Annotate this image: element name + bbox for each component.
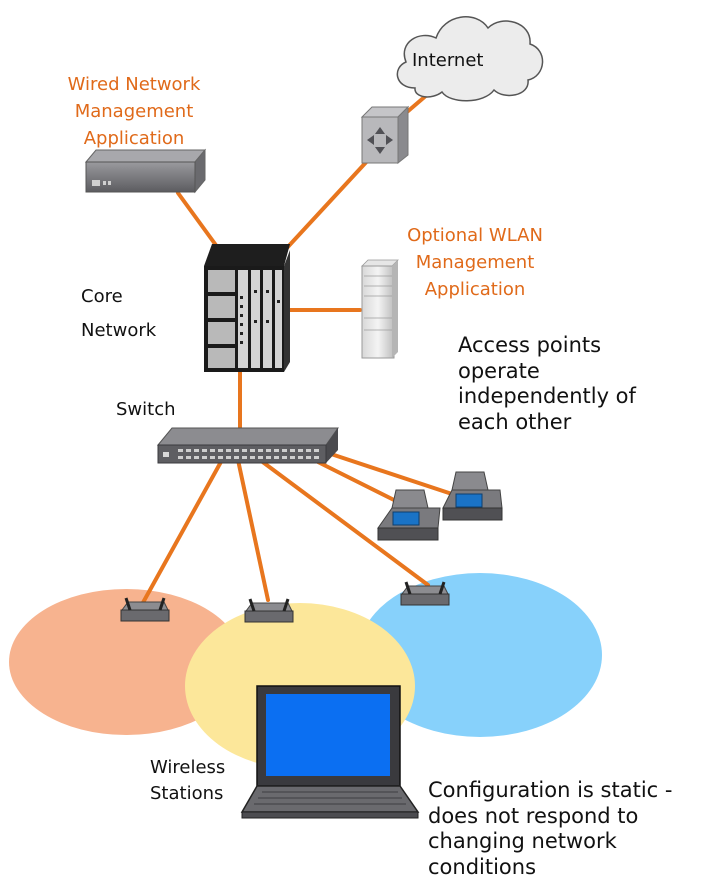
access-points-note: Access points operate independently of e… — [458, 333, 636, 435]
wlan-management-server-icon — [361, 259, 399, 359]
link-switch-ap5 — [323, 450, 457, 497]
wireless-stations-label: Wireless Stations — [150, 755, 225, 807]
coverage-area-left — [9, 589, 243, 735]
switch-icon — [156, 427, 339, 464]
wireless-stations-label-line: Stations — [150, 783, 224, 804]
link-wired-mgmt-core — [176, 191, 220, 250]
wired-management-label: Wired Network Management Application — [46, 71, 222, 152]
configuration-note-line: does not respond to — [428, 803, 639, 828]
core-network-label: Core Network — [81, 280, 156, 348]
link-switch-ap1 — [138, 458, 224, 610]
configuration-note-line: changing network — [428, 829, 617, 854]
coverage-area-right — [358, 573, 602, 737]
internet-cloud-icon — [396, 16, 544, 102]
access-point-standalone-icon — [442, 471, 503, 521]
network-links — [138, 86, 457, 610]
router-icon — [360, 105, 410, 165]
link-router-core — [283, 156, 372, 252]
access-point-icon — [244, 598, 294, 623]
access-points-note-line: Access points — [458, 333, 602, 357]
link-switch-ap4 — [316, 460, 400, 504]
wired-management-label-line: Wired Network — [67, 74, 201, 95]
internet-label: Internet — [412, 50, 484, 71]
access-points-note-line: operate — [458, 358, 540, 383]
access-points-note-line: independently of — [458, 384, 636, 409]
core-network-label-line: Core — [81, 286, 123, 307]
wired-management-label-line: Application — [83, 128, 185, 149]
core-network-label-line: Network — [81, 320, 157, 341]
wireless-stations-label-line: Wireless — [150, 757, 226, 778]
core-network-chassis-icon — [204, 244, 290, 372]
switch-label: Switch — [116, 399, 176, 420]
configuration-note: Configuration is static - does not respo… — [428, 778, 672, 880]
access-point-standalone-icon — [377, 489, 441, 541]
access-point-icon — [400, 581, 450, 606]
laptop-icon — [240, 685, 420, 819]
configuration-note-line: conditions — [428, 854, 537, 879]
link-switch-ap2 — [236, 458, 270, 602]
wired-management-appliance-icon — [84, 148, 207, 194]
wlan-management-label-line: Management — [415, 252, 535, 273]
wlan-management-label-line: Application — [424, 279, 526, 300]
wlan-management-label-line: Optional WLAN — [407, 225, 543, 246]
wlan-management-label: Optional WLAN Management Application — [386, 222, 564, 303]
access-point-icon — [120, 597, 170, 622]
configuration-note-line: Configuration is static - — [428, 778, 673, 802]
wired-management-label-line: Management — [74, 101, 194, 122]
access-points-note-line: each other — [458, 409, 572, 434]
link-switch-ap3 — [258, 458, 430, 587]
